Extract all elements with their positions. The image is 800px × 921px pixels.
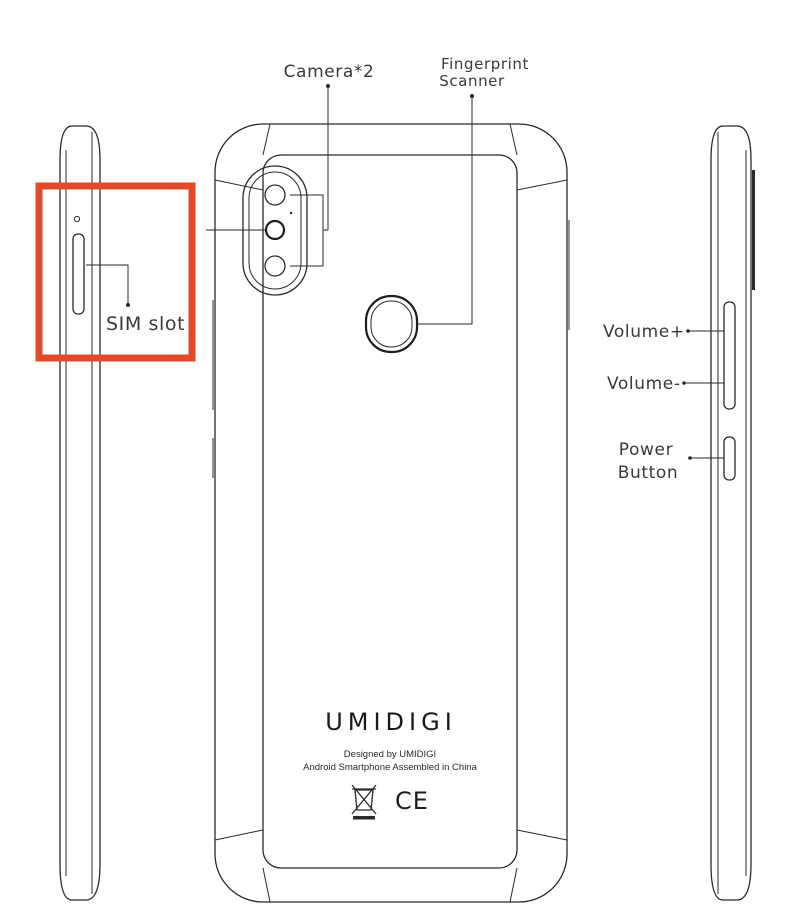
- volume-up-label: Volume+: [603, 322, 685, 342]
- sim-tray: [72, 233, 85, 315]
- left-side-view: SIM slot: [59, 125, 185, 901]
- fingerprint-label-line2: Scanner: [439, 72, 505, 90]
- crossed-out-bin-icon: [351, 784, 377, 820]
- fingerprint-scanner: [364, 294, 419, 354]
- volume-rocker: [723, 301, 736, 410]
- assembled-text: Android Smartphone Assembled in China: [303, 762, 477, 773]
- camera-lens-bottom: [264, 255, 286, 277]
- camera-module: [242, 165, 308, 296]
- power-label-line1: Power: [619, 440, 673, 460]
- power-key: [723, 436, 736, 481]
- sim-eject-pin-hole: [73, 215, 81, 223]
- volume-down-label: Volume-: [607, 374, 681, 394]
- right-side-view: Volume+ Volume- Power Button: [603, 125, 755, 901]
- brand-logo: UMIDIGI: [325, 708, 457, 736]
- flash-lens: [264, 219, 286, 241]
- fingerprint-label-line1: Fingerprint: [441, 55, 529, 73]
- designed-by-text: Designed by UMIDIGI: [344, 749, 436, 760]
- ce-mark-icon: CE: [395, 787, 429, 815]
- camera-lens-top: [264, 184, 286, 206]
- power-label-line2: Button: [618, 463, 679, 483]
- sim-slot-label: SIM slot: [106, 313, 185, 335]
- sim-slot-highlight: [35, 182, 196, 362]
- back-view: Camera*2 Fingerprint Scanner UMIDIGI Des…: [206, 55, 570, 903]
- camera-label: Camera*2: [284, 62, 375, 82]
